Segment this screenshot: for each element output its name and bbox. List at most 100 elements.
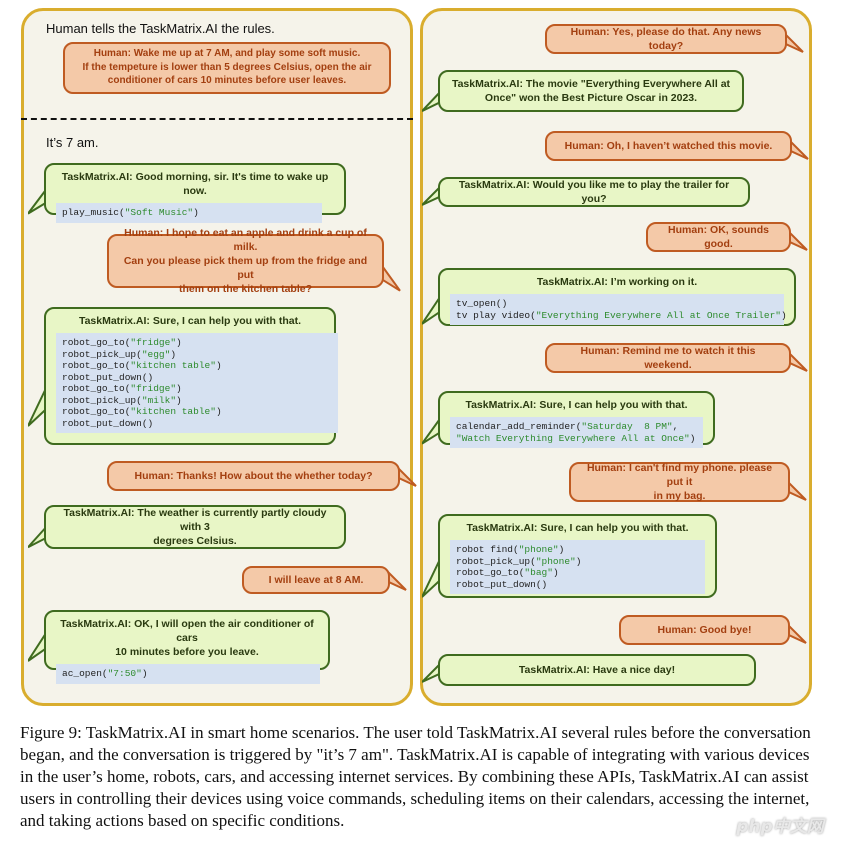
message-text: Human: I hope to eat an apple and drink … [123,227,368,295]
code-token: robot_go_to( [456,567,525,578]
message-text: TaskMatrix.AI: The weather is currently … [63,507,327,547]
human-message-bubble: Human: Remind me to watch it this weeken… [545,343,791,373]
ai-message-bubble: TaskMatrix.AI: Would you like me to play… [438,177,750,207]
human-message-bubble: Human: I hope to eat an apple and drink … [107,227,384,295]
ai-message-bubble: TaskMatrix.AI: Good morning, sir. It's t… [44,163,346,223]
code-string: "egg" [141,348,171,360]
human-message-bubble: Human: Good bye! [619,615,790,645]
figure-caption: Figure 9: TaskMatrix.AI in smart home sc… [20,723,811,830]
message-text: Human: Yes, please do that. Any news tod… [570,26,762,52]
code-token: robot_pick_up( [62,348,142,360]
message-text: Human: Oh, I haven’t watched this movie. [564,140,773,152]
code-token: tv play video( [456,309,536,321]
ai-message-bubble: TaskMatrix.AI: Sure, I can help you with… [44,307,338,445]
code-token: calendar_add_reminder( [456,421,582,432]
code-string: "kitchen table" [130,406,216,417]
message-text: TaskMatrix.AI: Sure, I can help you with… [78,315,302,327]
code-string: "Soft Music" [124,207,194,218]
code-token: robot_put_down() [62,371,154,383]
code-line: robot_go_to("fridge") [62,383,332,395]
human-message-bubble: Human: Oh, I haven’t watched this movie. [545,131,792,161]
human-message-bubble: Human: Yes, please do that. Any news tod… [545,24,787,54]
message-text: Human: Good bye! [657,624,752,636]
code-block: robot find("phone")robot_pick_up("phone"… [450,540,705,594]
ai-message-bubble: TaskMatrix.AI: Have a nice day! [438,654,756,686]
code-token: ) [215,360,222,371]
code-token: robot_go_to( [62,406,131,417]
code-token: ) [176,383,182,394]
message-text: TaskMatrix.AI: Sure, I can help you with… [466,522,689,534]
code-token: , [672,421,679,432]
message-text: TaskMatrix.AI: Have a nice day! [518,664,676,676]
code-line: robot_go_to("bag") [456,567,699,579]
code-token: robot_go_to( [62,337,131,348]
code-line: tv play video("Everything Everywhere All… [456,309,787,322]
code-token: robot_pick_up( [456,555,536,567]
ai-message-bubble: TaskMatrix.AI: The weather is currently … [44,505,346,549]
code-line: play_music("Soft Music") [62,207,316,219]
ai-message-bubble: TaskMatrix.AI: Sure, I can help you with… [438,514,717,598]
code-line: robot_go_to("fridge") [62,337,332,349]
code-token: ) [170,348,177,360]
code-line: tv_open() [456,298,778,310]
ai-message-bubble: TaskMatrix.AI: The movie "Everything Eve… [438,70,744,112]
message-text: TaskMatrix.AI: OK, I will open the air c… [60,618,314,658]
code-token: ) [176,337,182,348]
code-string: "fridge" [130,383,177,394]
dashed-divider [21,118,413,120]
human-message-bubble: Human: OK, sounds good. [646,222,791,252]
code-block: ac_open("7:50") [56,664,320,684]
code-token: ) [558,544,565,555]
code-token: ) [575,555,582,567]
message-text: TaskMatrix.AI: Good morning, sir. It's t… [61,171,329,197]
code-string: "Saturday 8 PM" [581,421,673,432]
watermark-logo: php中文网 [736,817,824,837]
ai-message-bubble: TaskMatrix.AI: OK, I will open the air c… [44,610,330,684]
code-token: play_music( [62,207,125,218]
code-token: robot_put_down() [62,417,154,429]
code-line: ac_open("7:50") [62,668,314,680]
ai-message-bubble: TaskMatrix.AI: Sure, I can help you with… [438,391,715,448]
code-token: robot find( [456,544,519,555]
code-token: ac_open( [62,668,108,679]
code-token: robot_go_to( [62,360,131,371]
code-token: robot_put_down() [456,578,548,590]
code-token: ) [689,432,696,444]
message-text: Human: Remind me to watch it this weeken… [580,345,756,371]
message-text: I will leave at 8 AM. [268,574,364,586]
code-string: "phone" [535,555,576,567]
code-token: ) [552,567,559,578]
code-string: "Watch Everything Everywhere All at Once… [456,432,690,444]
code-line: robot_go_to("kitchen table") [62,406,332,418]
code-string: "7:50" [107,668,142,679]
human-message-bubble: Human: Thanks! How about the whether tod… [107,461,400,491]
message-text: TaskMatrix.AI: Would you like me to play… [458,179,730,205]
code-token: ) [176,394,182,406]
code-line: robot_pick_up("egg") [62,349,332,361]
code-string: "bag" [524,567,553,578]
code-string: "phone" [518,544,559,555]
code-line: robot_put_down() [62,418,332,430]
code-line: "Watch Everything Everywhere All at Once… [456,433,697,445]
message-text: Human: Thanks! How about the whether tod… [134,470,373,482]
code-line: robot_go_to("kitchen table") [62,360,332,372]
rules-heading: Human tells the TaskMatrix.AI the rules. [46,21,275,36]
code-string: "Everything Everywhere All at Once Trail… [535,309,781,321]
code-string: "kitchen table" [130,360,216,371]
code-block: calendar_add_reminder("Saturday 8 PM","W… [450,417,703,448]
code-token: ) [193,207,199,218]
message-text: Human: I can't find my phone. please put… [586,462,773,502]
code-string: "milk" [141,394,177,406]
rules-message-text: Human: Wake me up at 7 AM, and play some… [82,48,372,86]
code-line: robot_pick_up("phone") [456,556,699,568]
code-token: ) [215,406,222,417]
code-line: robot_put_down() [62,372,332,384]
code-token: robot_pick_up( [62,394,142,406]
human-message-bubble: I will leave at 8 AM. [242,566,390,594]
code-token: ) [780,309,787,321]
code-token: robot_go_to( [62,383,131,394]
human-message-bubble: Human: I can't find my phone. please put… [569,462,790,502]
message-text: TaskMatrix.AI: I’m working on it. [536,276,698,288]
code-line: calendar_add_reminder("Saturday 8 PM", [456,421,697,433]
code-block: tv_open()tv play video("Everything Every… [450,294,787,325]
